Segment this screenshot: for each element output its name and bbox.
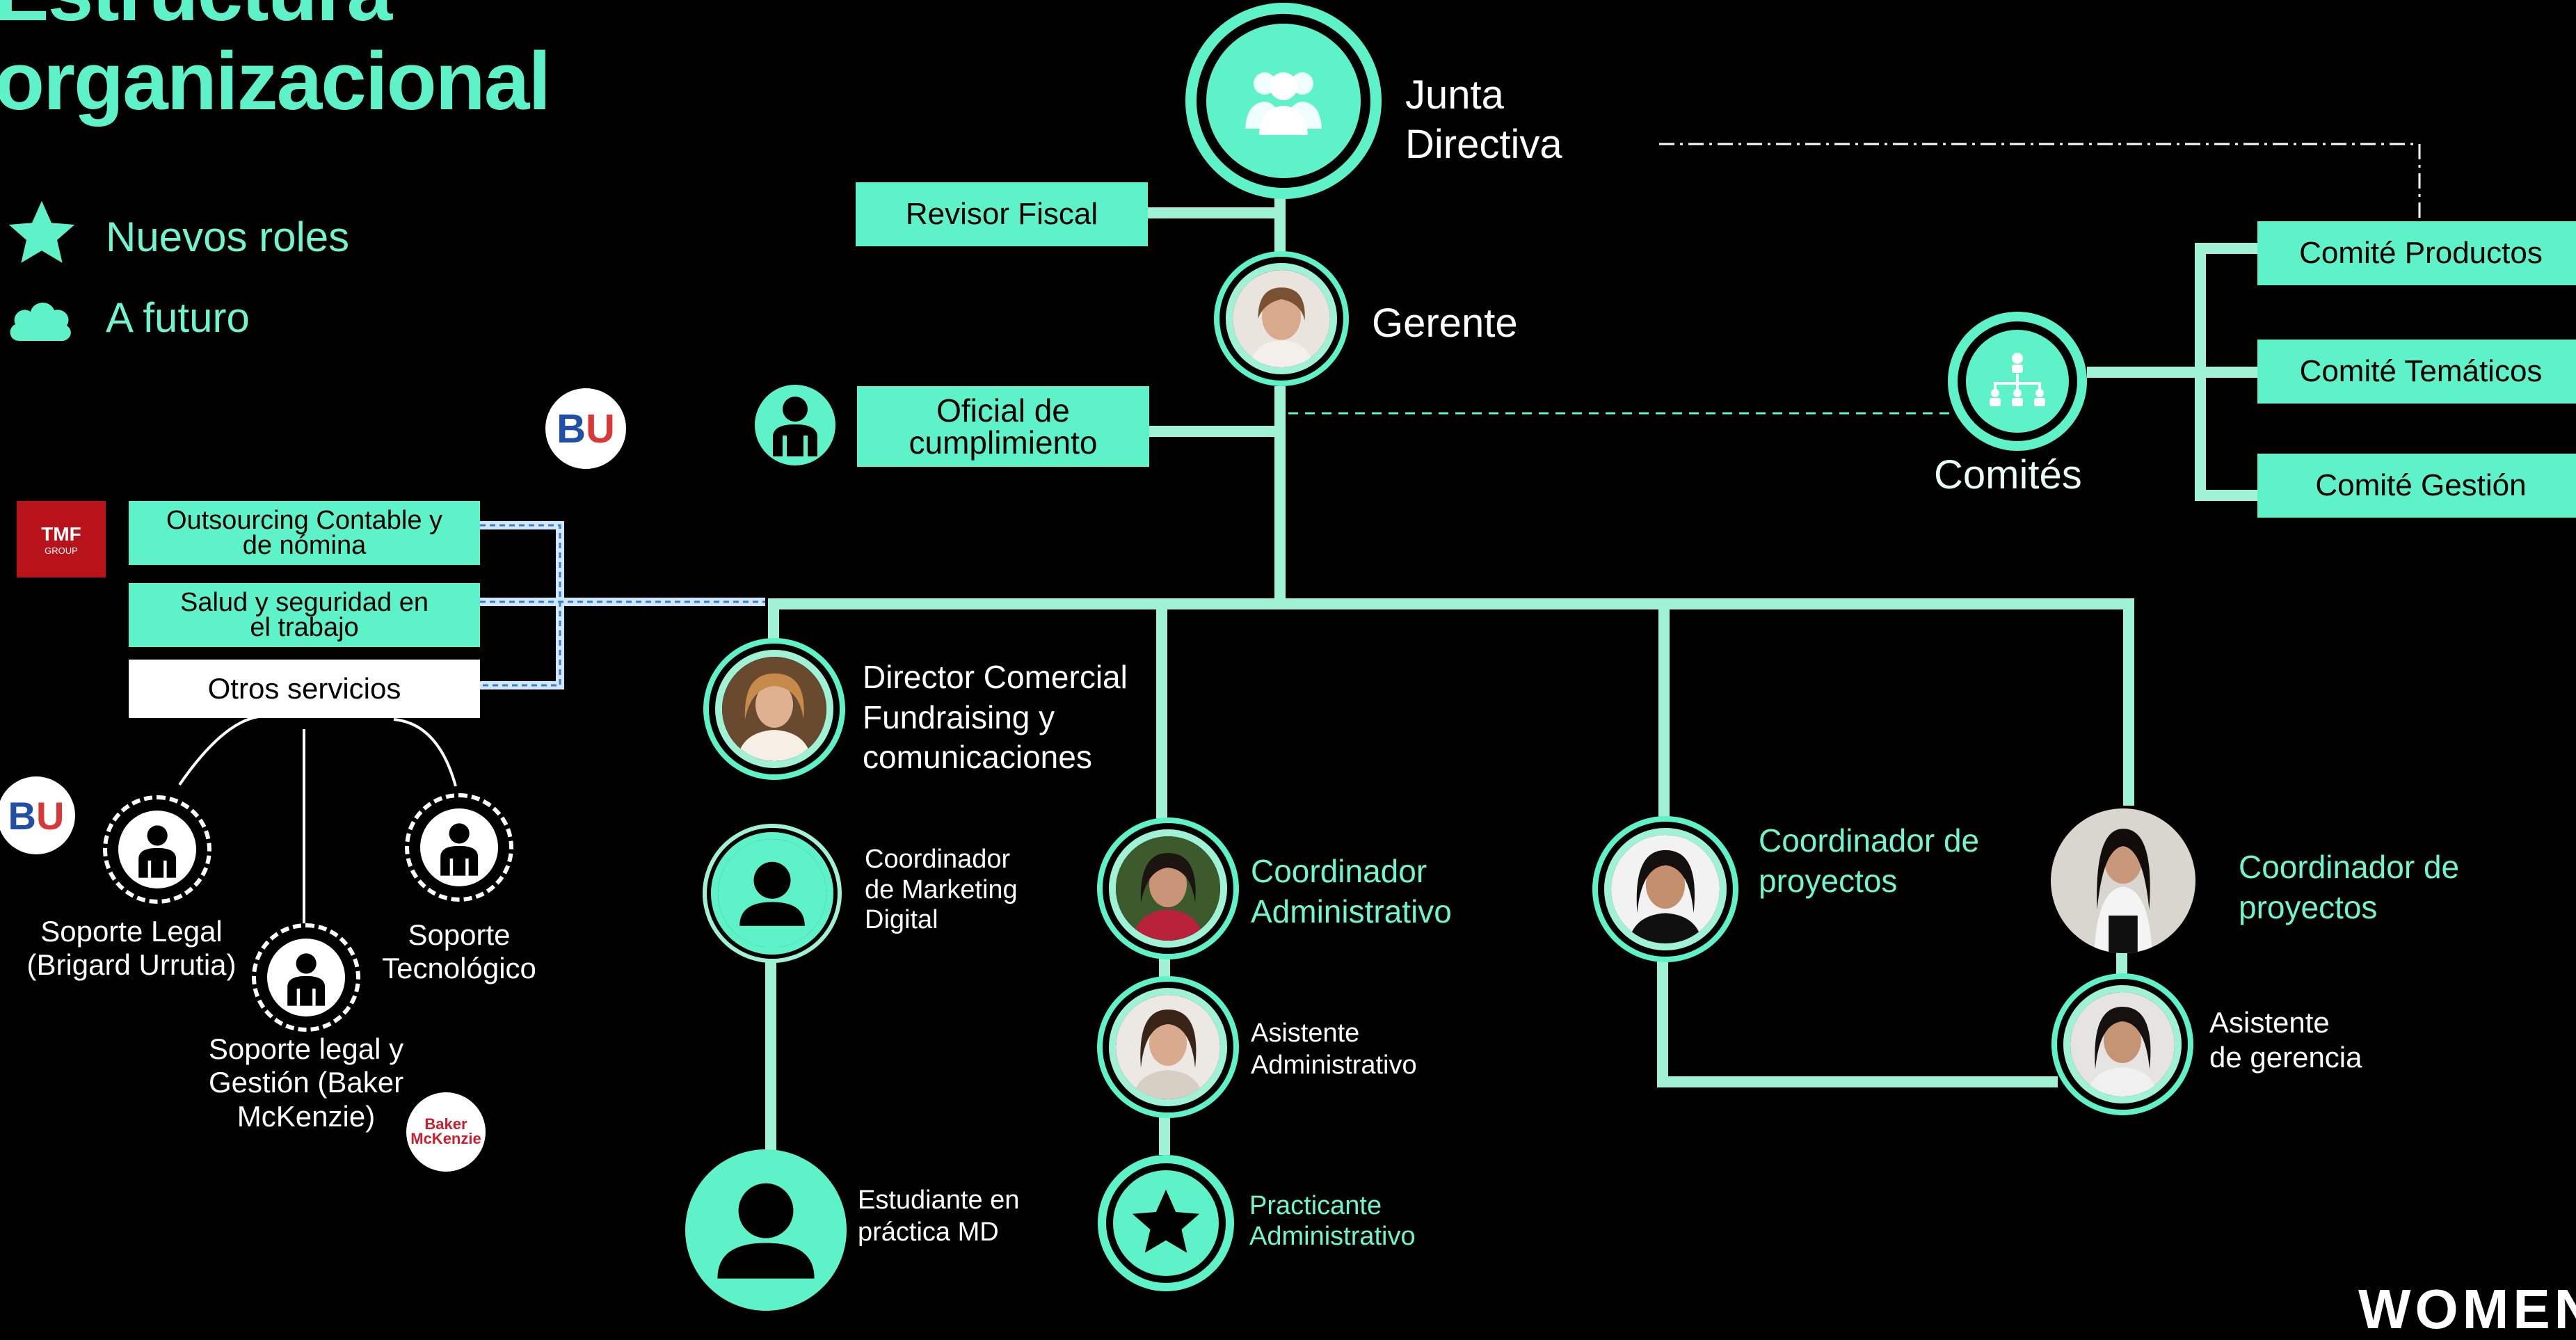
gerente-photo — [1226, 263, 1337, 374]
user-silhouette-icon — [718, 839, 826, 948]
committees-label: Comités — [1934, 452, 2082, 497]
connector-lines — [178, 143, 2421, 1155]
page-title: Estructura — [0, 0, 392, 33]
support-tech-icon — [405, 793, 513, 902]
board-circle — [1185, 3, 1382, 199]
coord-admin-photo — [1109, 829, 1227, 948]
user-silhouette-icon — [717, 1183, 815, 1279]
person-icon — [287, 953, 325, 1006]
support-legal-label: Soporte Legal(Brigard Urrutia) — [26, 915, 237, 982]
asist-gerencia-photo — [2063, 985, 2182, 1103]
comite-tematicos-box: Comité Temáticos — [2257, 340, 2576, 404]
org-chart-icon — [1966, 330, 2069, 433]
marketing-coordinator-placeholder — [711, 832, 833, 955]
cloud-icon — [6, 292, 75, 348]
star-icon — [1113, 1170, 1219, 1276]
support-baker-icon — [252, 923, 360, 1032]
star-icon — [3, 196, 80, 271]
committees-circle — [1948, 312, 2087, 451]
person-icon — [138, 825, 176, 878]
comite-gestion-box: Comité Gestión — [2257, 454, 2576, 518]
coord-proyectos-1-photo — [1604, 828, 1727, 950]
student-placeholder — [685, 1149, 847, 1311]
person-icon — [440, 823, 478, 876]
group-icon — [1206, 24, 1361, 178]
legend-new-roles: Nuevos roles — [106, 214, 350, 260]
comite-productos-box: Comité Productos — [2257, 221, 2576, 285]
support-legal-icon — [103, 795, 211, 904]
person-icon — [755, 385, 835, 465]
coord-proyectos-2-photo — [2051, 808, 2195, 953]
tmf-logo: TMF GROUP — [17, 501, 106, 577]
revisor-fiscal-box: Revisor Fiscal — [856, 182, 1148, 246]
gerente-label: Gerente — [1372, 301, 1518, 346]
page-title-line2: organizacional — [0, 35, 551, 127]
otros-servicios-box: Otros servicios — [129, 660, 480, 718]
brand-text-partial: WOMEN — [2358, 1278, 2576, 1340]
asist-admin-photo — [1109, 988, 1227, 1106]
director-comercial-photo — [715, 650, 833, 768]
legend-future: A futuro — [106, 294, 250, 341]
practicante-circle — [1098, 1155, 1234, 1291]
